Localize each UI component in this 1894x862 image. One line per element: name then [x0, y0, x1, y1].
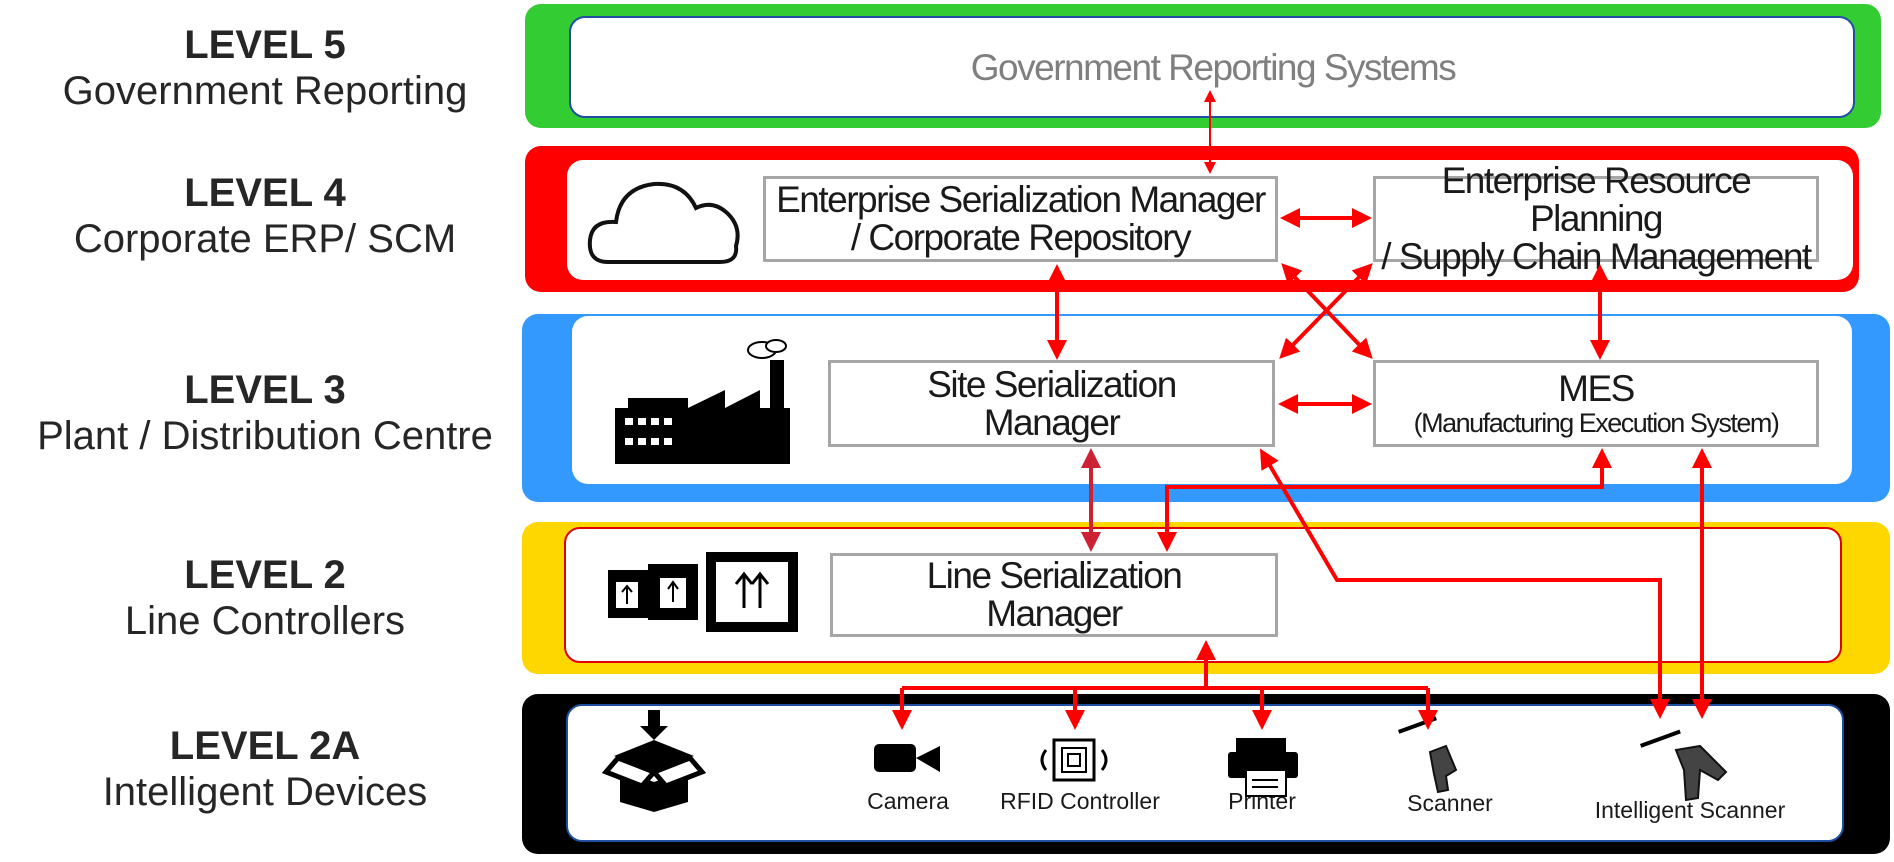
level-name: Government Reporting — [62, 69, 468, 113]
device-label-intelligent-scanner: Intelligent Scanner — [1594, 797, 1786, 823]
level-2a-inner — [566, 704, 1844, 842]
node-label: Line Serialization Manager — [926, 555, 1183, 634]
level-2a-label: LEVEL 2A Intelligent Devices — [0, 723, 530, 815]
level-number: LEVEL 5 — [184, 23, 346, 67]
packages-icon — [608, 552, 798, 632]
level-number: LEVEL 4 — [184, 171, 346, 215]
node-label: MES — [1558, 367, 1635, 409]
arrow-mes-line — [1157, 448, 1612, 552]
level-3-label: LEVEL 3 Plant / Distribution Centre — [0, 367, 530, 459]
factory-icon — [615, 339, 790, 464]
government-reporting-node: Government Reporting Systems — [575, 18, 1851, 118]
enterprise-serialization-manager-node: Enterprise Serialization Manager / Corpo… — [763, 176, 1278, 262]
intelligent-scanner-icon — [1640, 729, 1728, 802]
mes-node: MES (Manufacturing Execution System) — [1373, 360, 1819, 447]
camera-icon — [874, 744, 940, 772]
level-number: LEVEL 2A — [169, 724, 361, 768]
level-number: LEVEL 2 — [184, 553, 346, 597]
device-label-rfid: RFID Controller — [1000, 788, 1160, 814]
level-number: LEVEL 3 — [184, 368, 346, 412]
level-name: Line Controllers — [124, 599, 406, 643]
node-label: Enterprise Resource Planning / Supply Ch… — [1381, 160, 1812, 277]
package-drop-icon — [601, 710, 707, 812]
level-name: Corporate ERP/ SCM — [73, 217, 457, 261]
cloud-icon — [587, 181, 740, 264]
level-name: Intelligent Devices — [102, 770, 428, 814]
erp-scm-node: Enterprise Resource Planning / Supply Ch… — [1373, 162, 1819, 276]
level-5-label: LEVEL 5 Government Reporting — [0, 22, 530, 114]
arrow-site-intelligent-scanner — [1259, 448, 1670, 719]
node-label: Enterprise Serialization Manager / Corpo… — [776, 179, 1266, 258]
line-serialization-manager-node: Line Serialization Manager — [830, 553, 1278, 637]
device-label-scanner: Scanner — [1407, 790, 1493, 816]
node-label: Site Serialization Manager — [927, 363, 1177, 443]
level-name: Plant / Distribution Centre — [37, 414, 493, 458]
node-label: Government Reporting Systems — [970, 47, 1457, 88]
level-2-label: LEVEL 2 Line Controllers — [0, 552, 530, 644]
device-label-camera: Camera — [867, 788, 949, 814]
arrow-erp-site — [1279, 263, 1373, 359]
scanner-icon — [1398, 716, 1458, 794]
rfid-icon — [1040, 738, 1108, 782]
printer-icon — [1228, 738, 1298, 797]
node-sublabel: (Manufacturing Execution System) — [1413, 407, 1780, 438]
site-serialization-manager-node: Site Serialization Manager — [828, 360, 1275, 447]
level-2a-band — [522, 694, 1890, 854]
level-4-label: LEVEL 4 Corporate ERP/ SCM — [0, 170, 530, 262]
